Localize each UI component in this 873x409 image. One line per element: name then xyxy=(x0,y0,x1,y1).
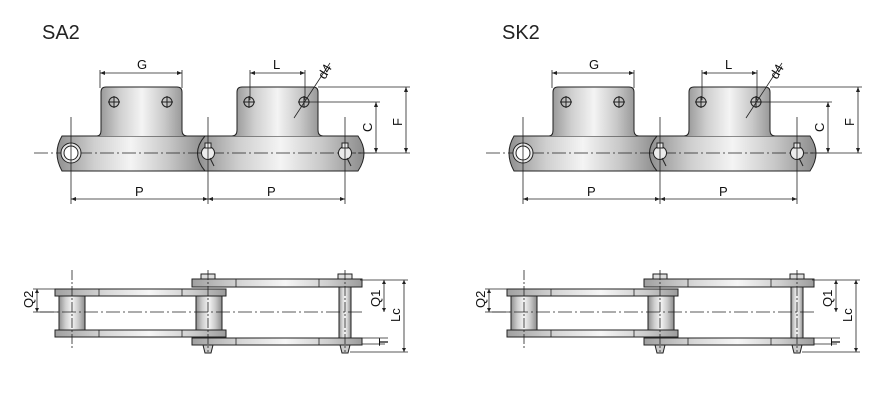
diagram-title-sk2: SK2 xyxy=(502,22,540,44)
label-q1: Q1 xyxy=(368,290,383,307)
label-l: L xyxy=(273,57,280,72)
label-q2: Q2 xyxy=(473,291,488,308)
label-p-1: P xyxy=(135,184,144,199)
sa2-side-view xyxy=(32,269,409,354)
label-g: G xyxy=(137,57,147,72)
sk2-top-view xyxy=(485,62,863,205)
label-f: F xyxy=(842,118,857,126)
label-f: F xyxy=(390,118,405,126)
label-d4: d4 xyxy=(767,61,787,81)
label-t: T xyxy=(376,338,391,346)
label-lc: Lc xyxy=(388,308,403,322)
label-c: C xyxy=(360,123,375,132)
label-d4: d4 xyxy=(315,61,335,81)
diagram-title-sa2: SA2 xyxy=(42,22,80,44)
sk2-dimension-labels: G L d4 C F P P Q2 Q1 Lc T xyxy=(473,57,857,346)
label-c: C xyxy=(812,123,827,132)
label-lc: Lc xyxy=(840,308,855,322)
label-g: G xyxy=(589,57,599,72)
sk2-side-view xyxy=(484,269,861,354)
label-p-2: P xyxy=(267,184,276,199)
sa2-top-view xyxy=(33,62,411,205)
sa2-dimension-labels: G L d4 C F P P Q2 Q1 Lc T xyxy=(21,57,405,346)
label-q1: Q1 xyxy=(820,290,835,307)
label-t: T xyxy=(828,338,843,346)
label-q2: Q2 xyxy=(21,291,36,308)
label-p-2: P xyxy=(719,184,728,199)
label-p-1: P xyxy=(587,184,596,199)
label-l: L xyxy=(725,57,732,72)
